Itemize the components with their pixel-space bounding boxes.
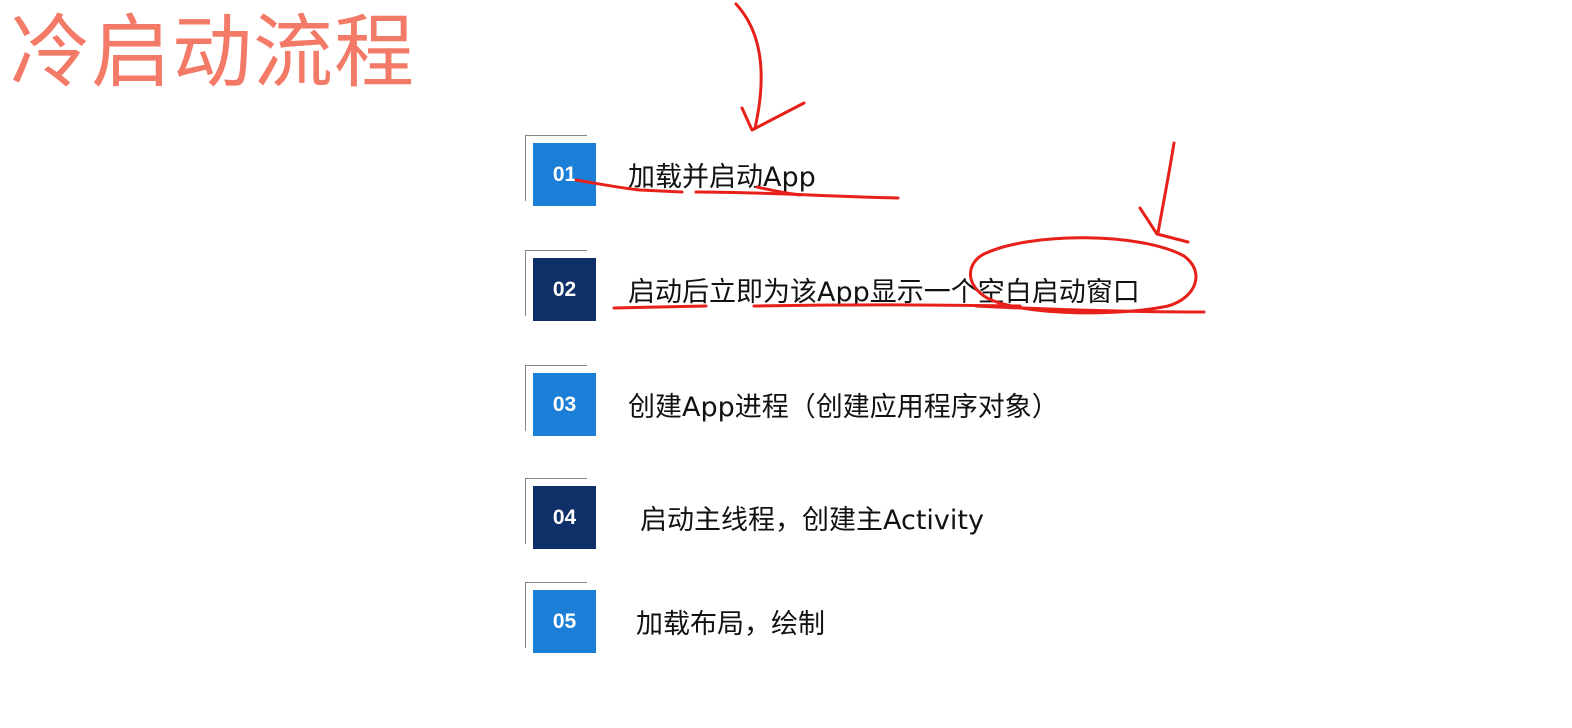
step-number-badge: 03: [533, 373, 596, 436]
badge-frame: [525, 250, 587, 316]
step-number-badge: 01: [533, 143, 596, 206]
step-label: 创建App进程（创建应用程序对象）: [628, 392, 1059, 423]
badge-frame: [525, 582, 587, 648]
badge-frame: [525, 478, 587, 544]
badge-frame: [525, 365, 587, 431]
step-label: 加载布局，绘制: [636, 609, 825, 640]
step-number-badge: 04: [533, 486, 596, 549]
step-label: 启动主线程，创建主Activity: [640, 505, 984, 536]
step-number-badge: 02: [533, 258, 596, 321]
step-label: 加载并启动App: [628, 162, 816, 193]
badge-frame: [525, 135, 587, 201]
page-title: 冷启动流程: [10, 6, 415, 99]
step-number-badge: 05: [533, 590, 596, 653]
step-label: 启动后立即为该App显示一个空白启动窗口: [628, 277, 1140, 308]
